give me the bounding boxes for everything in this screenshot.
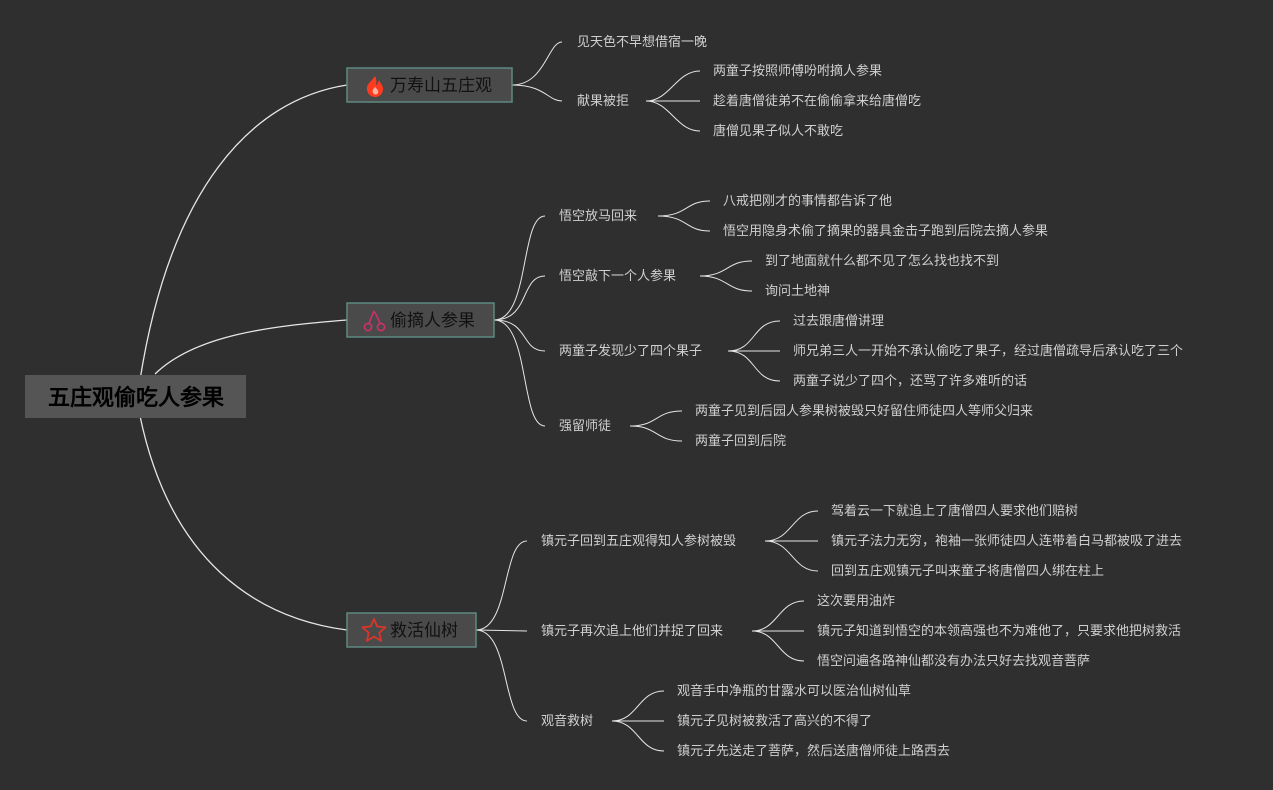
topic-xianguo[interactable]: 献果被拒 [577, 94, 629, 109]
root-node[interactable]: 五庄观偷吃人参果 [25, 375, 246, 418]
branch-node-jiuhuo[interactable]: 救活仙树 [346, 612, 477, 648]
branch-node-touzhai[interactable]: 偷摘人参果 [346, 302, 495, 338]
branch-node-wanshoushan[interactable]: 万寿山五庄观 [346, 67, 513, 103]
leaf-topic[interactable]: 师兄弟三人一开始不承认偷吃了果子，经过唐僧疏导后承认吃了三个 [793, 343, 1183, 359]
branch-0-edges [511, 41, 701, 132]
branch-node-label: 偷摘人参果 [390, 311, 475, 331]
branch-2-children: 镇元子回到五庄观得知人参树被毁 驾着云一下就追上了唐僧四人要求他们赔树 镇元子法… [541, 503, 1182, 759]
leaf-topic[interactable]: 观音手中净瓶的甘露水可以医治仙树仙草 [677, 683, 911, 699]
root-node-box [25, 375, 246, 418]
leaf-topic[interactable]: 两童子见到后园人参果树被毁只好留住师徒四人等师父归来 [695, 403, 1033, 419]
branch-2-edges [475, 510, 819, 752]
leaf-topic[interactable]: 镇元子知道到悟空的本领高强也不为难他了，只要求他把树救活 [817, 623, 1181, 639]
leaf-topic[interactable]: 唐僧见果子似人不敢吃 [713, 123, 843, 139]
topic-jiansu[interactable]: 见天色不早想借宿一晚 [577, 34, 707, 50]
branch-1-children: 悟空放马回来 八戒把刚才的事情都告诉了他 悟空用隐身术偷了摘果的器具金击子跑到后… [559, 193, 1183, 449]
leaf-topic[interactable]: 趁着唐僧徒弟不在偷偷拿来给唐僧吃 [713, 93, 921, 109]
leaf-topic[interactable]: 这次要用油炸 [817, 593, 895, 609]
leaf-topic[interactable]: 两童子按照师傅吩咐摘人参果 [713, 63, 882, 79]
root-edges [139, 84, 348, 631]
star-icon [361, 618, 387, 642]
branch-1-edges [493, 200, 781, 442]
topic-zaici-zhuihui[interactable]: 镇元子再次追上他们并捉了回来 [541, 623, 723, 639]
branch-node-box [346, 612, 477, 648]
topic-fangma[interactable]: 悟空放马回来 [559, 209, 637, 224]
topic-qiangliu[interactable]: 强留师徒 [559, 419, 611, 434]
leaf-topic[interactable]: 回到五庄观镇元子叫来童子将唐僧四人绑在柱上 [831, 563, 1104, 579]
topic-qiaoxia[interactable]: 悟空敲下一个人参果 [559, 268, 676, 284]
leaf-topic[interactable]: 镇元子法力无穷，袍袖一张师徒四人连带着白马都被吸了进去 [831, 533, 1182, 549]
fire-icon [366, 76, 383, 97]
leaf-topic[interactable]: 悟空问遍各路神仙都没有办法只好去找观音菩萨 [817, 653, 1090, 669]
root-node-label: 五庄观偷吃人参果 [48, 385, 224, 411]
leaf-topic[interactable]: 悟空用隐身术偷了摘果的器具金击子跑到后院去摘人参果 [723, 223, 1048, 239]
leaf-topic[interactable]: 驾着云一下就追上了唐僧四人要求他们赔树 [831, 503, 1078, 519]
branch-node-label: 救活仙树 [390, 621, 458, 641]
branch-0-children: 见天色不早想借宿一晚 献果被拒 两童子按照师傅吩咐摘人参果 趁着唐僧徒弟不在偷偷… [577, 34, 921, 139]
topic-faxian[interactable]: 两童子发现少了四个果子 [559, 343, 702, 359]
topic-zhenyuanzi-huilai[interactable]: 镇元子回到五庄观得知人参树被毁 [541, 533, 736, 549]
leaf-topic[interactable]: 两童子说少了四个，还骂了许多难听的话 [793, 373, 1027, 389]
leaf-topic[interactable]: 过去跟唐僧讲理 [793, 313, 884, 329]
branch-node-label: 万寿山五庄观 [390, 76, 492, 96]
leaf-topic[interactable]: 八戒把刚才的事情都告诉了他 [723, 193, 892, 209]
topic-guanyin-jiushu[interactable]: 观音救树 [541, 713, 593, 729]
leaf-topic[interactable]: 镇元子先送走了菩萨，然后送唐僧师徒上路西去 [677, 743, 950, 759]
branch-node-box [346, 302, 495, 338]
cherries-icon [363, 310, 386, 332]
leaf-topic[interactable]: 到了地面就什么都不见了怎么找也找不到 [765, 254, 999, 269]
leaf-topic[interactable]: 两童子回到后院 [695, 433, 786, 449]
leaf-topic[interactable]: 镇元子见树被救活了高兴的不得了 [677, 713, 872, 729]
leaf-topic[interactable]: 询问土地神 [765, 284, 830, 299]
